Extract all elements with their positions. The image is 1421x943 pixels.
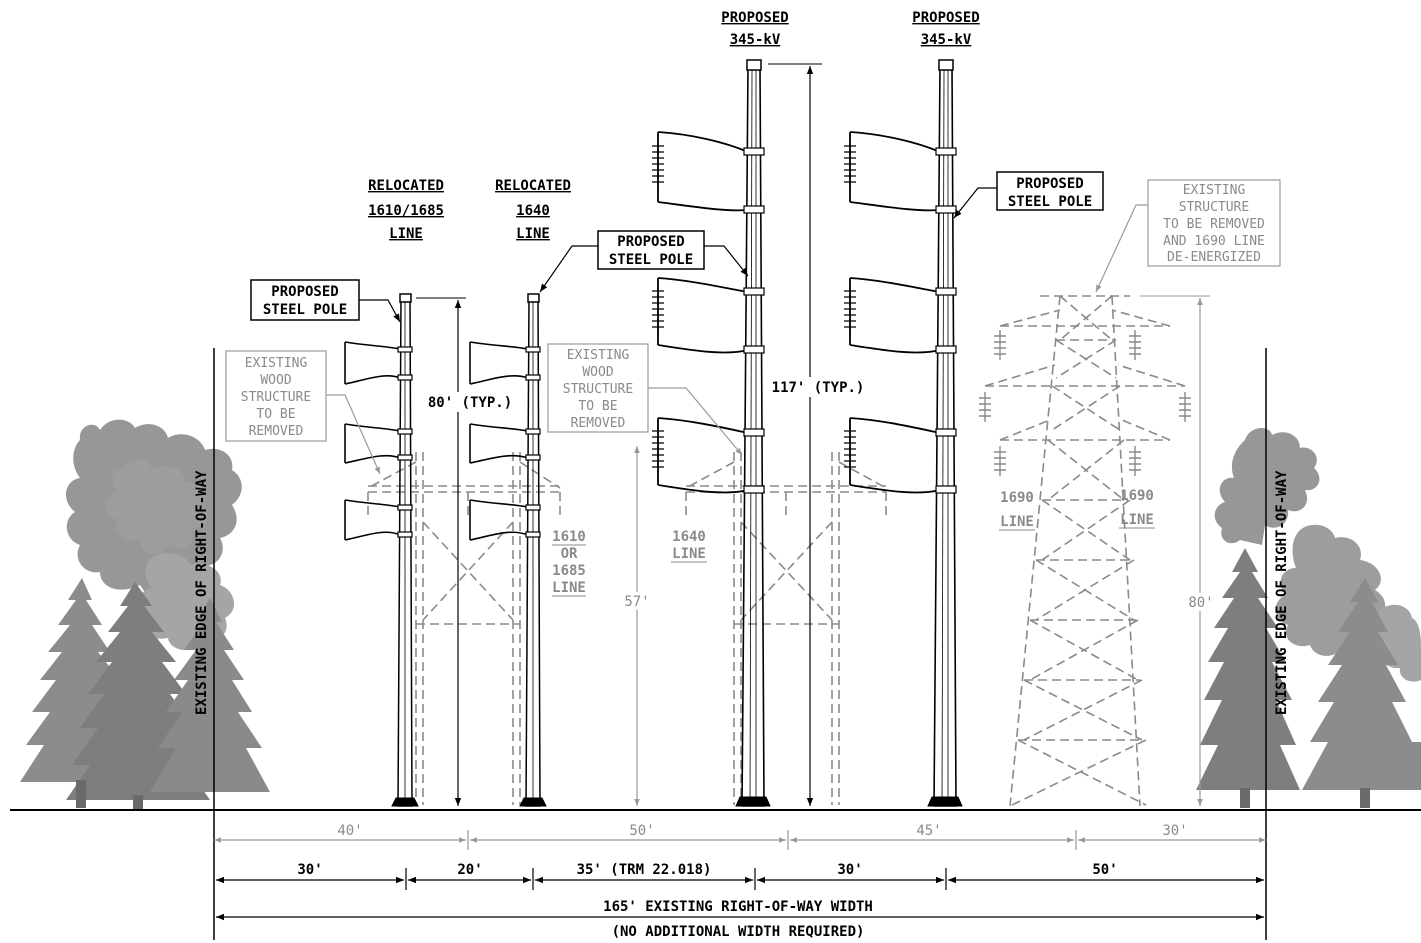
dimension-57: 57' [620, 446, 654, 806]
svg-text:LINE: LINE [1000, 514, 1034, 530]
svg-text:80': 80' [1188, 595, 1213, 611]
svg-text:PROPOSED: PROPOSED [617, 234, 684, 250]
label-relocated-1610: RELOCATED 1610/1685 LINE [368, 178, 444, 242]
existing-lattice-tower [984, 295, 1186, 807]
dimension-80-typ: 80' (TYP.) [416, 297, 516, 806]
proposed-spacing-dimensions [216, 868, 1264, 890]
svg-text:DE-ENERGIZED: DE-ENERGIZED [1167, 250, 1261, 265]
label-relocated-1640: RELOCATED 1640 LINE [495, 178, 571, 242]
svg-text:1640: 1640 [516, 203, 550, 219]
proposed-pole-345kv-b [844, 59, 963, 807]
row-edge-left-label: EXISTING EDGE OF RIGHT-OF-WAY [194, 470, 210, 715]
label-line-1690-right: 1690 LINE [1119, 488, 1155, 529]
proposed-spacing-2: 20' [457, 862, 482, 878]
svg-text:57': 57' [624, 594, 649, 610]
svg-text:TO BE: TO BE [256, 407, 295, 422]
svg-text:1690: 1690 [1000, 490, 1034, 506]
existing-wood-structure-1 [367, 452, 561, 805]
existing-spacing-3: 45' [916, 823, 941, 839]
svg-text:TO BE: TO BE [578, 399, 617, 414]
svg-text:WOOD: WOOD [582, 365, 613, 380]
svg-text:LINE: LINE [389, 226, 423, 242]
dimension-80: 80' [1140, 295, 1218, 806]
svg-text:STRUCTURE: STRUCTURE [563, 382, 633, 397]
svg-text:LINE: LINE [552, 580, 586, 596]
svg-text:1610/1685: 1610/1685 [368, 203, 444, 219]
proposed-pole-1610 [344, 293, 419, 807]
svg-text:117' (TYP.): 117' (TYP.) [772, 380, 865, 396]
svg-text:1640: 1640 [672, 529, 706, 545]
svg-text:EXISTING: EXISTING [245, 356, 308, 371]
svg-text:STRUCTURE: STRUCTURE [241, 390, 311, 405]
label-line-1690-left: 1690 LINE [999, 490, 1035, 531]
svg-text:1690: 1690 [1120, 488, 1154, 504]
callout-existing-wood-2: EXISTING WOOD STRUCTURE TO BE REMOVED [547, 343, 743, 456]
svg-text:STEEL POLE: STEEL POLE [1008, 194, 1092, 210]
trees-right [1196, 428, 1421, 808]
callout-existing-wood-1: EXISTING WOOD STRUCTURE TO BE REMOVED [225, 350, 381, 475]
svg-text:PROPOSED: PROPOSED [912, 10, 979, 26]
dimension-117-typ: 117' (TYP.) [766, 63, 866, 806]
callout-steel-pole-3: PROPOSED STEEL POLE [953, 171, 1104, 219]
svg-text:345-kV: 345-kV [921, 32, 972, 48]
svg-text:REMOVED: REMOVED [249, 424, 304, 439]
existing-spacing-4: 30' [1162, 823, 1187, 839]
tower-insulators [979, 330, 1191, 476]
proposed-spacing-5: 50' [1092, 862, 1117, 878]
svg-text:WOOD: WOOD [260, 373, 291, 388]
svg-text:1610: 1610 [552, 529, 586, 545]
svg-text:STEEL POLE: STEEL POLE [263, 302, 347, 318]
svg-text:PROPOSED: PROPOSED [721, 10, 788, 26]
existing-spacing-dimensions [214, 830, 1266, 850]
proposed-pole-345kv-a [652, 59, 771, 807]
proposed-spacing-3: 35' (TRM 22.018) [577, 862, 712, 878]
svg-text:RELOCATED: RELOCATED [368, 178, 444, 194]
svg-text:LINE: LINE [516, 226, 550, 242]
svg-text:OR: OR [561, 546, 578, 562]
proposed-spacing-4: 30' [837, 862, 862, 878]
label-proposed-345kv-b: PROPOSED 345-kV [912, 10, 979, 48]
callout-steel-pole-2: PROPOSED STEEL POLE [539, 230, 749, 293]
svg-text:STRUCTURE: STRUCTURE [1179, 200, 1249, 215]
trees-left [20, 419, 270, 809]
svg-text:1685: 1685 [552, 563, 586, 579]
label-line-1610: 1610 OR 1685 LINE [552, 529, 586, 597]
proposed-spacing-1: 30' [297, 862, 322, 878]
svg-text:PROPOSED: PROPOSED [1016, 176, 1083, 192]
svg-text:EXISTING: EXISTING [1183, 183, 1246, 198]
svg-text:LINE: LINE [1120, 512, 1154, 528]
callout-existing-tower: EXISTING STRUCTURE TO BE REMOVED AND 169… [1095, 179, 1281, 293]
svg-text:RELOCATED: RELOCATED [495, 178, 571, 194]
label-line-1640: 1640 LINE [671, 529, 707, 563]
svg-text:80' (TYP.): 80' (TYP.) [428, 395, 512, 411]
svg-text:AND 1690 LINE: AND 1690 LINE [1163, 234, 1265, 249]
svg-text:STEEL POLE: STEEL POLE [609, 252, 693, 268]
existing-wood-structure-2 [685, 452, 887, 805]
svg-text:TO BE REMOVED: TO BE REMOVED [1163, 217, 1265, 232]
svg-text:REMOVED: REMOVED [571, 416, 626, 431]
existing-spacing-2: 50' [629, 823, 654, 839]
svg-text:345-kV: 345-kV [730, 32, 781, 48]
row-width-note: (NO ADDITIONAL WIDTH REQUIRED) [612, 924, 865, 940]
row-edge-right-label: EXISTING EDGE OF RIGHT-OF-WAY [1274, 470, 1290, 715]
existing-spacing-1: 40' [337, 823, 362, 839]
label-proposed-345kv-a: PROPOSED 345-kV [721, 10, 788, 48]
callout-steel-pole-1: PROPOSED STEEL POLE [250, 279, 401, 323]
svg-text:EXISTING: EXISTING [567, 348, 630, 363]
svg-text:PROPOSED: PROPOSED [271, 284, 338, 300]
svg-text:LINE: LINE [672, 546, 706, 562]
row-width-label: 165' EXISTING RIGHT-OF-WAY WIDTH [603, 899, 873, 915]
proposed-pole-1640 [469, 293, 547, 807]
